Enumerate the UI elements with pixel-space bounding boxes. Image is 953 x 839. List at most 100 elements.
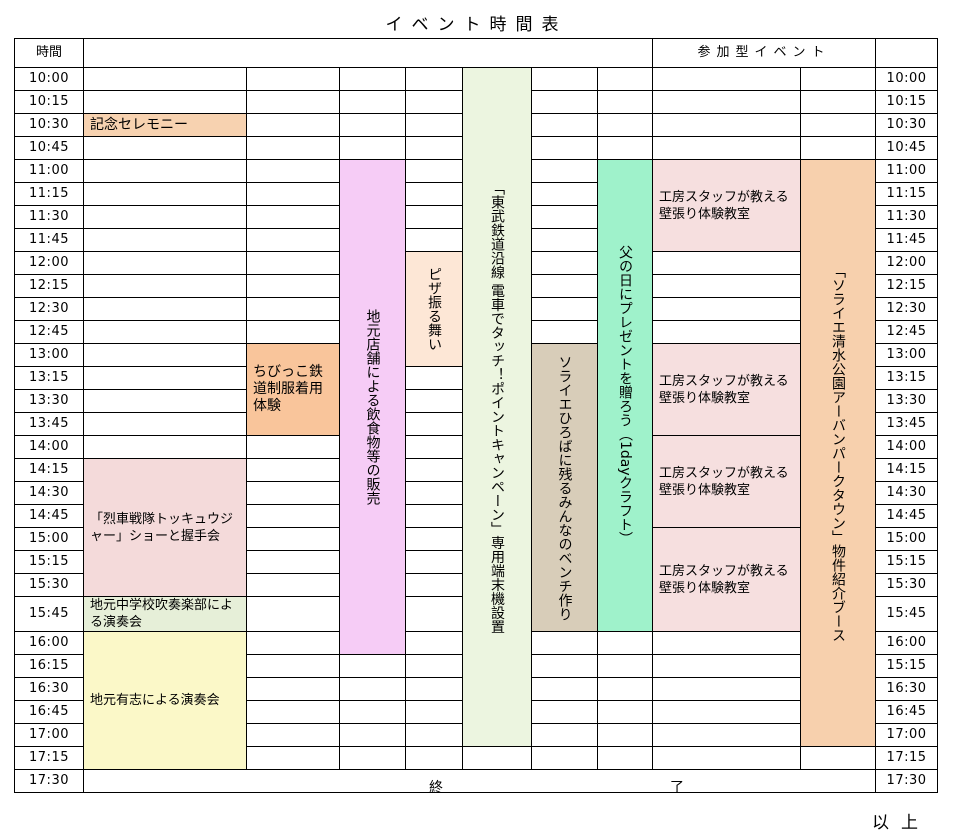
empty-cell bbox=[652, 274, 802, 298]
empty-cell bbox=[83, 136, 247, 160]
time-label-right: 12:15 bbox=[875, 274, 939, 298]
event-label: 工房スタッフが教える壁張り体験教室 bbox=[659, 373, 789, 406]
empty-cell bbox=[531, 136, 598, 160]
header-participation: 参加型イベント bbox=[652, 38, 877, 68]
time-label-left: 15:45 bbox=[14, 596, 84, 632]
empty-cell bbox=[405, 458, 463, 482]
empty-cell bbox=[531, 159, 598, 183]
time-label-right: 15:00 bbox=[875, 527, 939, 551]
empty-cell bbox=[531, 205, 598, 229]
empty-cell bbox=[246, 631, 340, 655]
event-label: 工房スタッフが教える壁張り体験教室 bbox=[659, 189, 789, 222]
time-label-left: 13:15 bbox=[14, 366, 84, 390]
time-label-right: 15:30 bbox=[875, 573, 939, 597]
empty-cell bbox=[596, 677, 654, 701]
empty-cell bbox=[246, 228, 340, 252]
empty-cell bbox=[405, 527, 463, 551]
time-label-left: 11:00 bbox=[14, 159, 84, 183]
empty-cell bbox=[246, 654, 340, 678]
empty-cell bbox=[652, 677, 802, 701]
empty-cell bbox=[596, 90, 654, 114]
time-row: 10:00 「東武鉄道沿線 電車でタッチ！ポイントキャンペーン」専用端末機設置 10… bbox=[14, 67, 939, 747]
empty-cell bbox=[83, 412, 247, 436]
empty-cell bbox=[596, 67, 654, 91]
time-label-right: 17:15 bbox=[875, 746, 939, 770]
time-label-right: 13:15 bbox=[875, 366, 939, 390]
empty-cell bbox=[405, 481, 463, 505]
empty-cell bbox=[246, 274, 340, 298]
empty-cell bbox=[83, 274, 247, 298]
event-workshop-3: 工房スタッフが教える壁張り体験教室 bbox=[652, 435, 802, 528]
header-blank bbox=[82, 38, 654, 68]
time-row: 16:45 16:45 bbox=[14, 700, 939, 724]
event-chibikko-uniform: ちびっこ鉄道制服着用体験 bbox=[246, 343, 340, 436]
empty-cell bbox=[83, 205, 247, 229]
empty-cell bbox=[246, 746, 340, 770]
event-fathers-day-craft: 父の日にプレゼントを贈ろう（1dayクラフト） bbox=[596, 159, 654, 632]
time-label-right: 15:15 bbox=[875, 550, 939, 574]
time-label-left: 12:45 bbox=[14, 320, 84, 344]
schedule-table-wrap: 時間参加型イベント時間10:00「東武鉄道沿線 電車でタッチ！ポイントキャンペー… bbox=[14, 38, 939, 793]
empty-cell bbox=[339, 136, 406, 160]
empty-cell bbox=[405, 182, 463, 206]
time-label-left: 16:15 bbox=[14, 654, 84, 678]
time-label-left: 10:45 bbox=[14, 136, 84, 160]
empty-cell bbox=[405, 159, 463, 183]
empty-cell bbox=[405, 677, 463, 701]
time-label-left: 13:30 bbox=[14, 389, 84, 413]
empty-cell bbox=[405, 228, 463, 252]
empty-cell bbox=[596, 746, 654, 770]
empty-cell bbox=[652, 700, 802, 724]
time-label-left: 15:00 bbox=[14, 527, 84, 551]
empty-cell bbox=[652, 90, 802, 114]
empty-cell bbox=[405, 136, 463, 160]
time-label-right: 17:00 bbox=[875, 723, 939, 747]
event-workshop-2: 工房スタッフが教える壁張り体験教室 bbox=[652, 343, 802, 436]
time-label-left: 14:00 bbox=[14, 435, 84, 459]
empty-cell bbox=[246, 435, 340, 459]
event-label: ピザ振る舞い bbox=[426, 267, 442, 351]
time-label-right: 10:45 bbox=[875, 136, 939, 160]
time-label-right: 16:45 bbox=[875, 700, 939, 724]
time-label-right: 12:30 bbox=[875, 297, 939, 321]
empty-cell bbox=[246, 297, 340, 321]
time-label-right: 11:00 bbox=[875, 159, 939, 183]
empty-cell bbox=[652, 297, 802, 321]
event-workshop-1: 工房スタッフが教える壁張り体験教室 bbox=[652, 159, 802, 252]
empty-cell bbox=[246, 67, 340, 91]
empty-cell bbox=[800, 136, 877, 160]
time-label-right: 10:30 bbox=[875, 113, 939, 137]
time-label-left: 16:00 bbox=[14, 631, 84, 655]
empty-cell bbox=[83, 228, 247, 252]
event-ressha-show: 「烈車戦隊トッキュウジャー」ショーと握手会 bbox=[83, 458, 247, 597]
time-label-left: 16:45 bbox=[14, 700, 84, 724]
empty-cell bbox=[405, 67, 463, 91]
event-brass-band: 地元中学校吹奏楽部による演奏会 bbox=[83, 596, 247, 632]
time-label-right: 10:00 bbox=[875, 67, 939, 91]
time-label-left: 14:30 bbox=[14, 481, 84, 505]
empty-cell bbox=[246, 596, 340, 632]
time-label-right: 15:15 bbox=[875, 654, 939, 678]
empty-cell bbox=[83, 251, 247, 275]
event-bench-making: ソライエひろばに残るみんなのベンチ作り bbox=[531, 343, 598, 632]
empty-cell bbox=[339, 67, 406, 91]
time-label-right: 14:45 bbox=[875, 504, 939, 528]
empty-cell bbox=[800, 90, 877, 114]
empty-cell bbox=[246, 723, 340, 747]
event-label: 「東武鉄道沿線 電車でタッチ！ポイントキャンペーン」専用端末機設置 bbox=[489, 180, 505, 634]
event-label: 工房スタッフが教える壁張り体験教室 bbox=[659, 465, 789, 498]
empty-cell bbox=[531, 320, 598, 344]
event-label: ちびっこ鉄道制服着用体験 bbox=[253, 364, 323, 414]
empty-cell bbox=[246, 677, 340, 701]
